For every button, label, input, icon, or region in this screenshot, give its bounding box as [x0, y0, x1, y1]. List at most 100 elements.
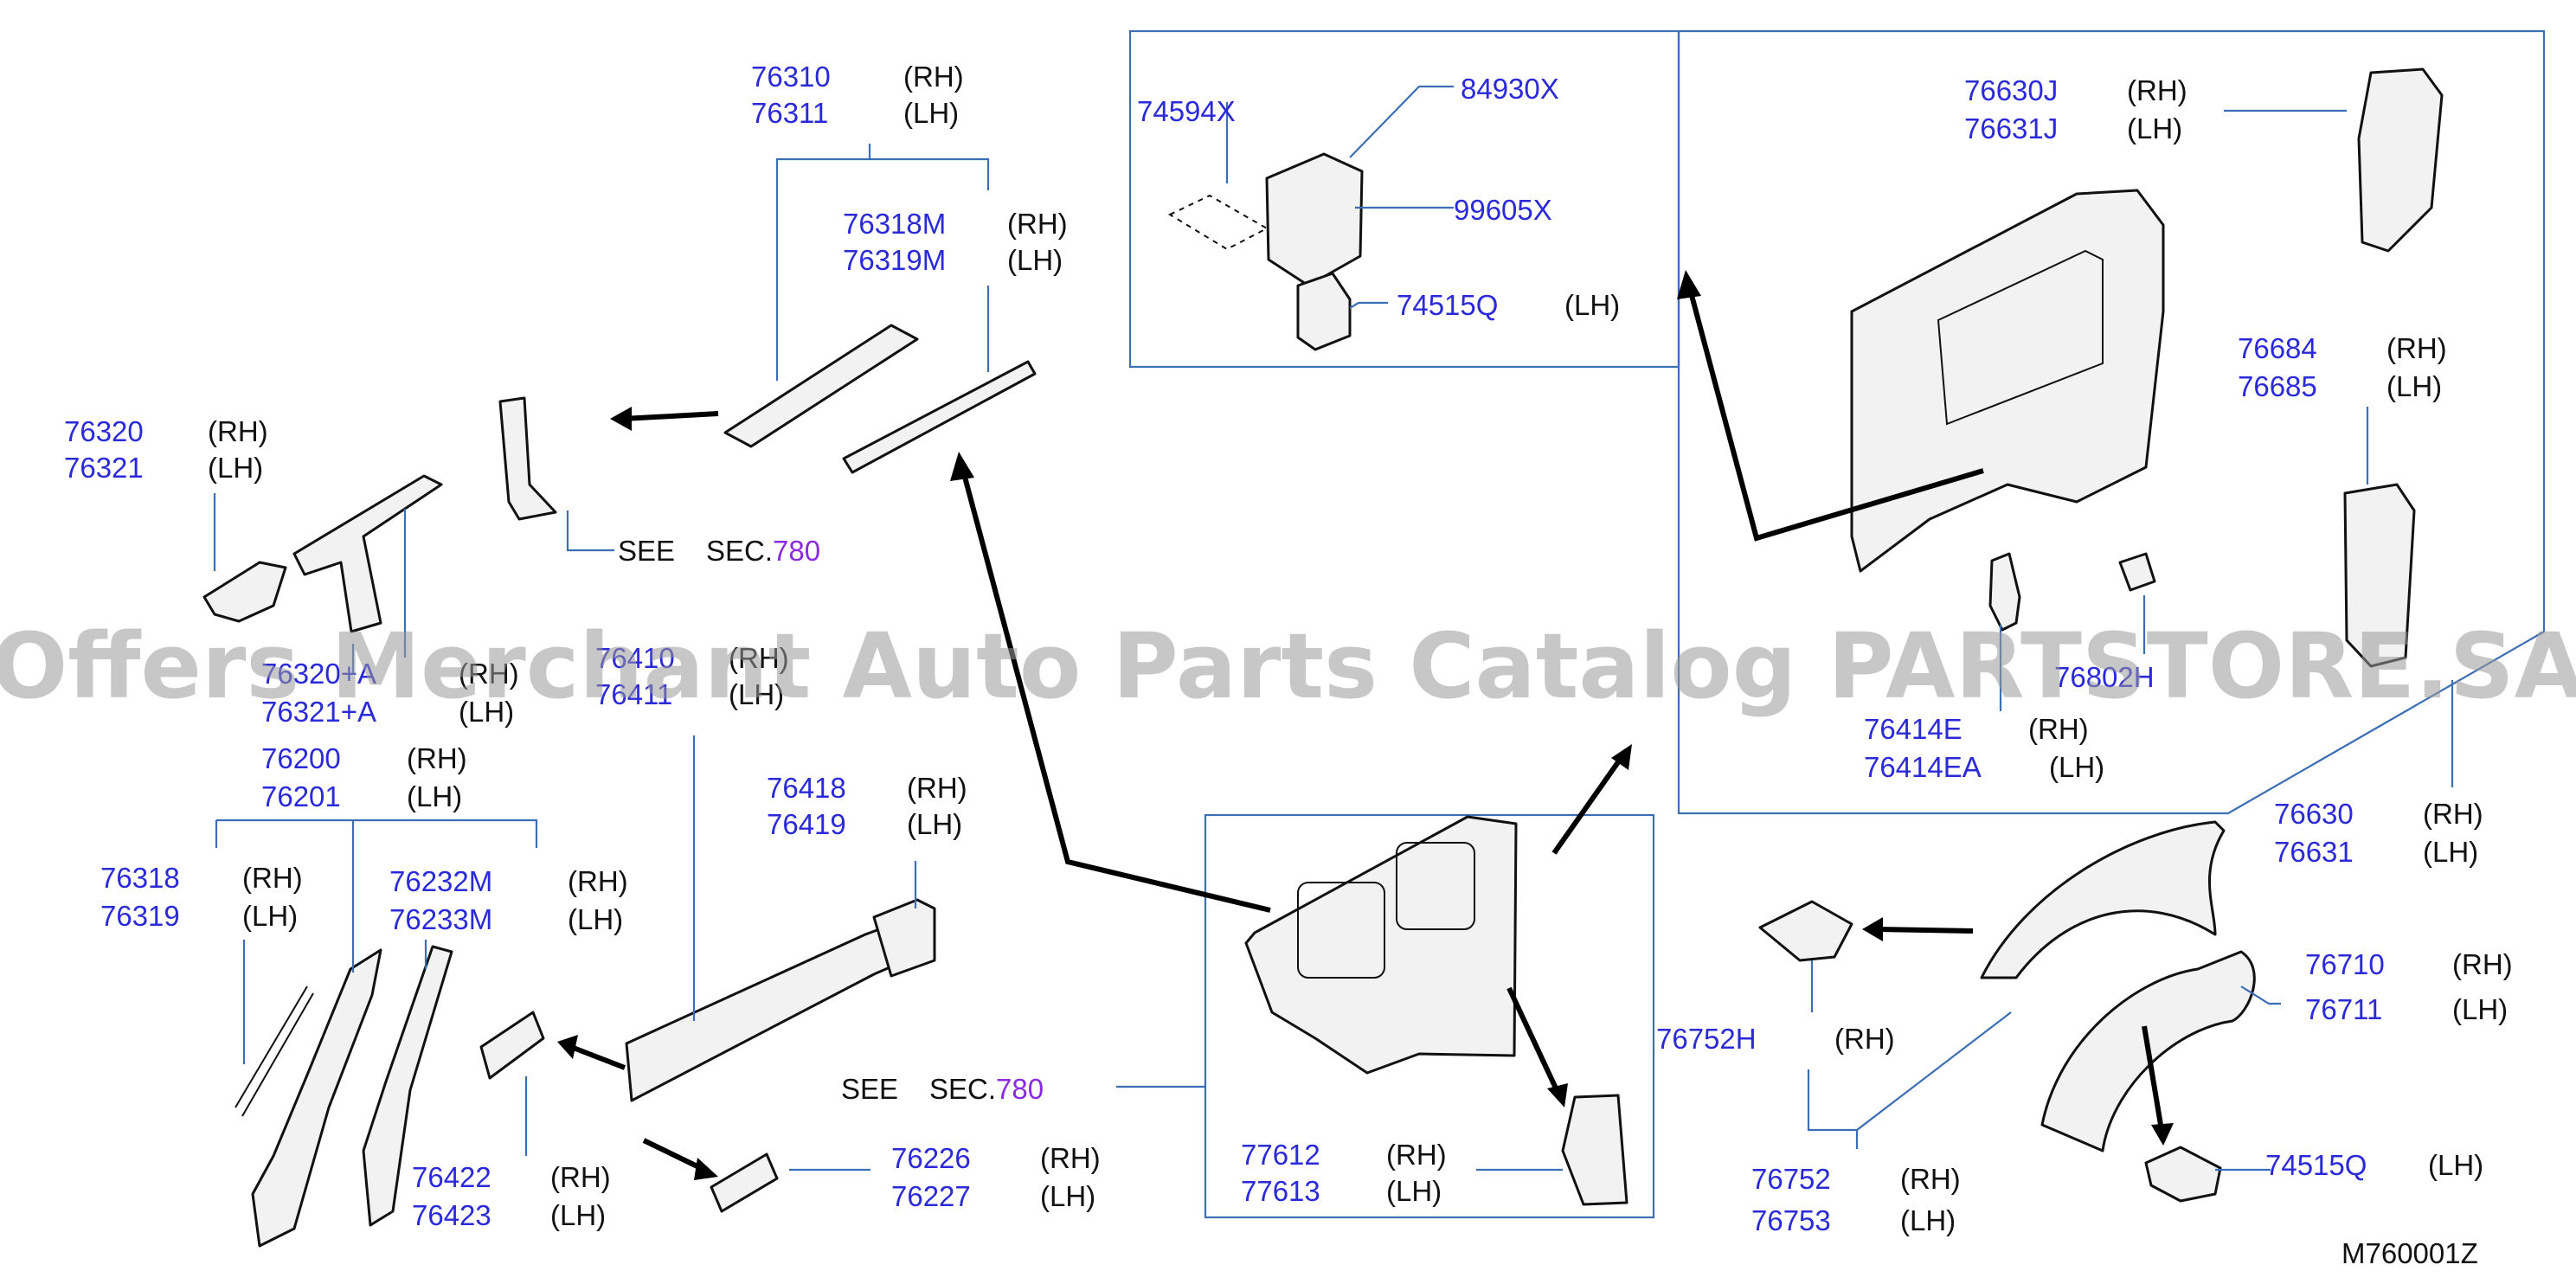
sec-number[interactable]: 780	[996, 1073, 1044, 1105]
side-lh: (LH)	[1386, 1175, 1442, 1207]
side-rh: (RH)	[407, 742, 467, 774]
side-rh: (RH)	[1834, 1023, 1895, 1055]
side-rh: (RH)	[1386, 1139, 1447, 1171]
side-lh: (LH)	[907, 808, 962, 840]
side-rh: (RH)	[242, 862, 303, 894]
label-76319: 76319	[100, 900, 180, 932]
pillar-76630J-part	[2357, 67, 2444, 253]
sec-number[interactable]: 780	[773, 535, 820, 567]
side-lh: (LH)	[2452, 993, 2508, 1025]
label-77613: 77613	[1241, 1175, 1320, 1207]
diagram-code: M760001Z	[2342, 1237, 2478, 1269]
label-74515Q-top: 74515Q	[1397, 289, 1498, 321]
inset-box-center	[1204, 813, 1655, 1219]
sill-upper-part	[723, 324, 1037, 474]
side-lh: (LH)	[1007, 244, 1063, 276]
side-rh: (RH)	[903, 61, 964, 93]
label-76802H: 76802H	[2054, 661, 2155, 693]
label-77612: 77612	[1241, 1139, 1320, 1171]
label-76710: 76710	[2305, 948, 2385, 980]
label-76321A: 76321+A	[261, 696, 376, 728]
side-lh: (LH)	[2423, 836, 2478, 868]
side-rh: (RH)	[550, 1161, 611, 1193]
label-76419: 76419	[767, 808, 846, 840]
side-lh: (LH)	[2386, 370, 2442, 402]
label-76631: 76631	[2274, 836, 2354, 868]
wheelhouse-76630-part	[1980, 820, 2226, 979]
roof-rail-76320A-part	[292, 474, 443, 633]
label-76233M: 76233M	[389, 903, 492, 935]
pillar-76232M-part	[362, 945, 453, 1227]
quarter-panel-part	[1850, 189, 2165, 573]
svg-text:SEE: SEE	[618, 535, 675, 567]
side-lh: (LH)	[1564, 289, 1620, 321]
label-76414E: 76414E	[1864, 713, 1963, 745]
label-76320A: 76320+A	[261, 658, 376, 690]
side-lh: (LH)	[459, 696, 514, 728]
inset-box-right	[1677, 29, 2546, 815]
arrows	[557, 270, 2174, 1180]
pillar-piece-part	[498, 396, 557, 521]
label-76310: 76310	[751, 61, 831, 93]
side-body-77612-part	[1244, 815, 1518, 1075]
label-74594X: 74594X	[1137, 95, 1236, 127]
label-76752: 76752	[1751, 1163, 1831, 1195]
label-84930X: 84930X	[1461, 73, 1559, 105]
bracket-76320-part	[202, 561, 287, 623]
label-76320: 76320	[64, 415, 144, 447]
label-76752H: 76752H	[1656, 1023, 1757, 1055]
bracket-center-bottom-part	[1561, 1094, 1628, 1206]
side-lh: (LH)	[208, 452, 263, 484]
side-lh: (LH)	[2428, 1149, 2483, 1181]
see-sec-780-top: SEE SEC.780	[618, 535, 820, 567]
side-rh: (RH)	[1040, 1142, 1101, 1174]
label-99605X: 99605X	[1454, 194, 1552, 226]
plate-76422-part	[479, 1011, 545, 1080]
label-76630J: 76630J	[1964, 74, 2058, 106]
side-rh: (RH)	[729, 642, 789, 674]
side-rh: (RH)	[1900, 1163, 1961, 1195]
side-rh: (RH)	[2028, 713, 2089, 745]
svg-text:SEE: SEE	[841, 1073, 898, 1105]
label-76226: 76226	[891, 1142, 971, 1174]
label-76423: 76423	[412, 1199, 491, 1231]
label-76201: 76201	[261, 780, 341, 812]
side-rh: (RH)	[907, 772, 967, 804]
label-74515Q-bottom: 74515Q	[2265, 1149, 2367, 1181]
side-lh: (LH)	[242, 900, 298, 932]
watermark: Offers Merchant Auto Parts Catalog PARTS…	[0, 613, 2576, 719]
pillar-76684-part	[2343, 483, 2416, 668]
inset-top-parts	[1167, 152, 1364, 351]
label-76318: 76318	[100, 862, 180, 894]
sill-76418-part	[625, 898, 936, 1102]
svg-text:SEC.780: SEC.780	[929, 1073, 1044, 1105]
label-76685: 76685	[2238, 370, 2317, 402]
sec-label: SEC.	[706, 535, 773, 567]
see-label: SEE	[841, 1073, 898, 1105]
label-76753: 76753	[1751, 1204, 1831, 1236]
strip-76318-part	[234, 985, 314, 1117]
side-lh: (LH)	[407, 780, 462, 812]
label-76684: 76684	[2238, 332, 2317, 364]
side-rh: (RH)	[2386, 332, 2447, 364]
side-lh: (LH)	[2127, 112, 2182, 144]
side-rh: (RH)	[568, 865, 628, 897]
plate-76226-part	[710, 1152, 779, 1213]
svg-text:SEC.780: SEC.780	[706, 535, 820, 567]
sec-label: SEC.	[929, 1073, 996, 1105]
side-rh: (RH)	[2423, 798, 2483, 830]
label-76321: 76321	[64, 452, 144, 484]
side-lh: (LH)	[2049, 751, 2104, 783]
label-76422: 76422	[412, 1161, 491, 1193]
label-76319M: 76319M	[843, 244, 946, 276]
label-76232M: 76232M	[389, 865, 492, 897]
label-76200: 76200	[261, 742, 341, 774]
side-lh: (LH)	[1040, 1180, 1095, 1212]
label-76418: 76418	[767, 772, 846, 804]
label-76227: 76227	[891, 1180, 971, 1212]
side-rh: (RH)	[2127, 74, 2187, 106]
label-76318M: 76318M	[843, 208, 946, 240]
bracket-76414E-part	[1988, 552, 2021, 632]
side-lh: (LH)	[568, 903, 623, 935]
